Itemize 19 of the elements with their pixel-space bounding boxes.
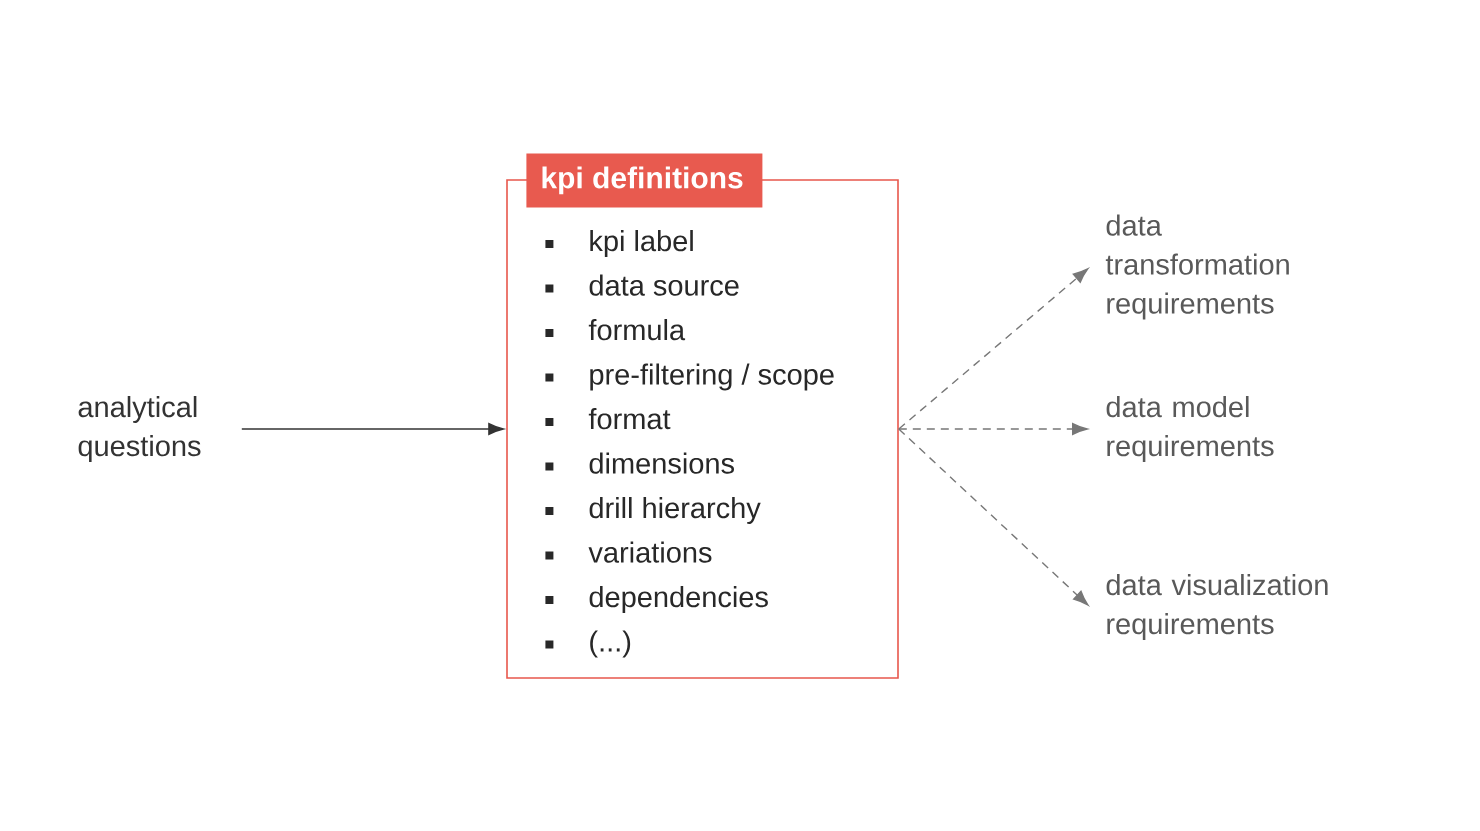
requirement-label: data model requirements [1106,396,1274,462]
list-item: format [545,408,671,430]
list-item: drill hierarchy [545,497,761,524]
arrow [898,423,1088,435]
list-item: dimensions [545,452,734,474]
arrow [898,428,1089,606]
list-item: data source [545,274,739,296]
requirement-label: analytical questions [78,396,201,462]
list-item: formula [545,319,686,341]
requirement-label: data visualization requirements [1106,574,1328,640]
requirement-label: data transformation requirements [1105,214,1289,320]
list-item: (...) [545,630,631,658]
arrow [898,268,1089,430]
list-item: variations [545,541,712,563]
heading-tab: kpi definitions [526,153,763,208]
list-item: kpi label [545,230,693,257]
list-item: pre-filtering / scope [545,363,834,391]
list-item: dependencies [545,586,768,613]
arrow [241,423,504,435]
